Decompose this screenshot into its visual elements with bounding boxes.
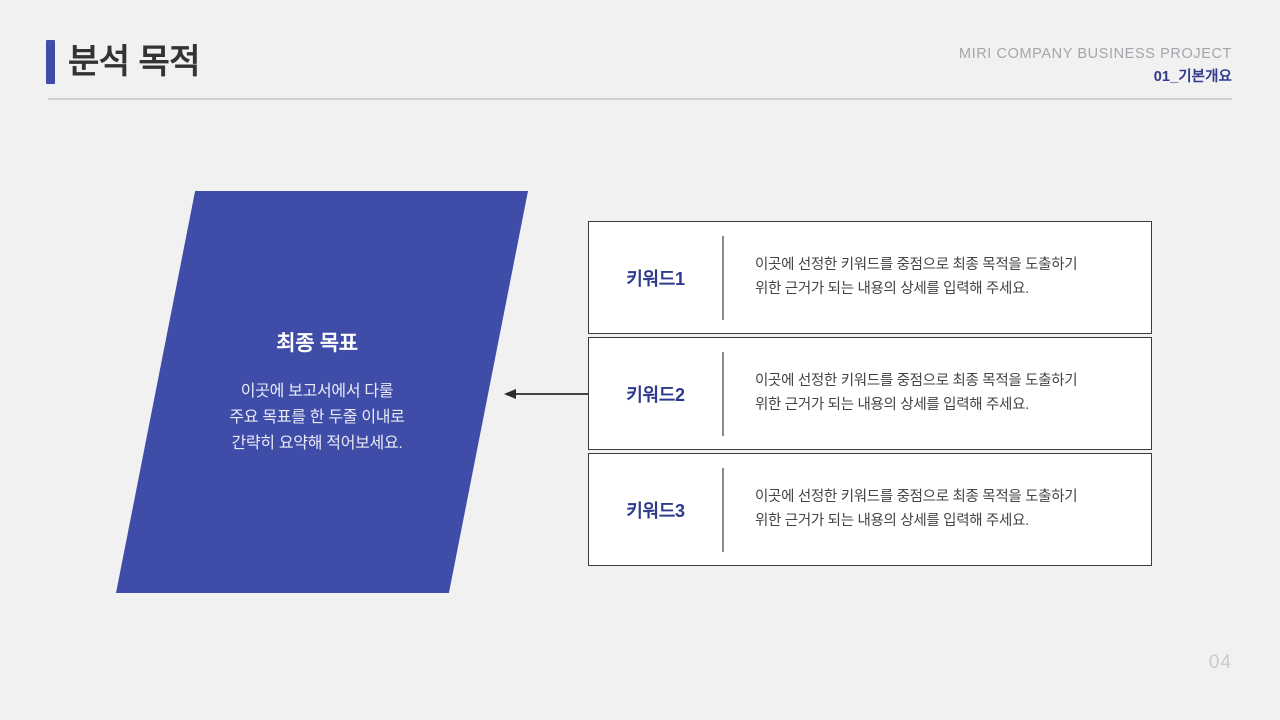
keyword-label: 키워드3 — [626, 500, 685, 521]
card-divider — [722, 235, 724, 320]
goal-desc-line-2: 주요 목표를 한 두줄 이내로 — [229, 409, 405, 427]
card-divider — [722, 351, 724, 436]
page-number: 04 — [1208, 652, 1232, 673]
page-title-text: 분석 목적 — [68, 43, 201, 81]
goal-title: 최종 목표 — [276, 332, 358, 356]
goal-desc-line-3: 간략히 요약해 적어보세요. — [231, 434, 403, 452]
brand-label: MIRI COMPANY BUSINESS PROJECT — [958, 46, 1232, 62]
keyword-card[interactable]: 키워드2 이곳에 선정한 키워드를 중점으로 최종 목적을 도출하기 위한 근거… — [588, 337, 1152, 450]
keyword-label: 키워드2 — [626, 384, 685, 405]
section-label: 01_기본개요 — [1153, 69, 1232, 86]
slide-header: 분석 목적 MIRI COMPANY BUSINESS PROJECT 01_기… — [0, 0, 1280, 110]
keyword-desc-line-2: 위한 근거가 되는 내용의 상세를 입력해 주세요. — [755, 512, 1029, 529]
connector-arrow — [500, 376, 592, 412]
keyword-card[interactable]: 키워드1 이곳에 선정한 키워드를 중점으로 최종 목적을 도출하기 위한 근거… — [588, 221, 1152, 334]
keyword-label: 키워드1 — [626, 268, 685, 289]
keyword-description: 이곳에 선정한 키워드를 중점으로 최종 목적을 도출하기 위한 근거가 되는 … — [724, 254, 1095, 301]
keyword-desc-line-2: 위한 근거가 되는 내용의 상세를 입력해 주세요. — [755, 280, 1029, 297]
keyword-desc-line-2: 위한 근거가 되는 내용의 상세를 입력해 주세요. — [755, 396, 1029, 413]
header-meta: MIRI COMPANY BUSINESS PROJECT 01_기본개요 — [959, 44, 1232, 88]
card-divider — [722, 467, 724, 552]
keyword-desc-line-1: 이곳에 선정한 키워드를 중점으로 최종 목적을 도출하기 — [755, 489, 1078, 506]
keyword-card[interactable]: 키워드3 이곳에 선정한 키워드를 중점으로 최종 목적을 도출하기 위한 근거… — [588, 453, 1152, 566]
keyword-desc-line-1: 이곳에 선정한 키워드를 중점으로 최종 목적을 도출하기 — [755, 257, 1078, 274]
title-accent-bar — [46, 40, 55, 84]
goal-content: 최종 목표 이곳에 보고서에서 다룰 주요 목표를 한 두줄 이내로 간략히 요… — [167, 327, 467, 457]
arrow-icon — [504, 389, 592, 399]
page-title: 분석 목적 — [46, 40, 201, 84]
goal-parallelogram: 최종 목표 이곳에 보고서에서 다룰 주요 목표를 한 두줄 이내로 간략히 요… — [116, 191, 528, 593]
keyword-card-list: 키워드1 이곳에 선정한 키워드를 중점으로 최종 목적을 도출하기 위한 근거… — [588, 221, 1152, 566]
goal-desc-line-1: 이곳에 보고서에서 다룰 — [240, 383, 394, 401]
header-divider — [48, 98, 1232, 100]
keyword-description: 이곳에 선정한 키워드를 중점으로 최종 목적을 도출하기 위한 근거가 되는 … — [724, 486, 1095, 533]
goal-description: 이곳에 보고서에서 다룰 주요 목표를 한 두줄 이내로 간략히 요약해 적어보… — [167, 379, 467, 457]
keyword-description: 이곳에 선정한 키워드를 중점으로 최종 목적을 도출하기 위한 근거가 되는 … — [724, 370, 1095, 417]
keyword-desc-line-1: 이곳에 선정한 키워드를 중점으로 최종 목적을 도출하기 — [755, 373, 1078, 390]
